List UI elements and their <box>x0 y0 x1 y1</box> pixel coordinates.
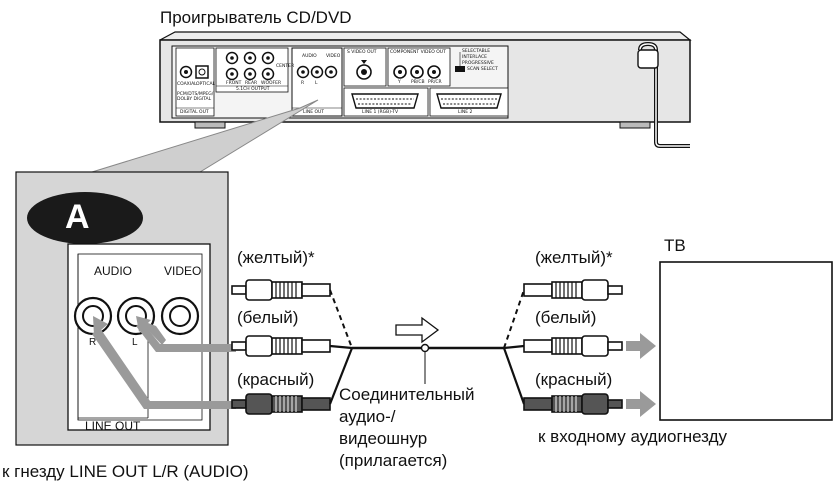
panel-rear-label: REAR <box>245 81 258 86</box>
cable <box>328 289 526 405</box>
cable-label-line2: аудио-/ <box>339 407 396 426</box>
panel-scan-select-label: SCAN SELECT <box>467 67 498 72</box>
panel-line1-label: LINE 1 (RGB)-TV <box>362 110 399 115</box>
cable-label-line3: видеошнур <box>339 429 428 448</box>
arrows-to-jacks <box>92 316 236 409</box>
panel-s-video-label: S VIDEO OUT <box>347 50 377 55</box>
panel-line2-label: LINE 2 <box>458 110 473 115</box>
cable-label-line4: (прилагается) <box>339 451 448 470</box>
to-line-out-label: к гнезду LINE OUT L/R (AUDIO) <box>2 462 249 481</box>
arrows-to-tv <box>626 333 656 417</box>
panel-audio-label: AUDIO <box>302 54 317 59</box>
panel-l-label: L <box>315 81 318 86</box>
right-red-plug <box>523 393 623 415</box>
panel-coaxial-label: COAXIAL <box>177 82 197 87</box>
panel-digital-out-label: DIGITAL OUT <box>180 110 209 115</box>
panel-woofer-label: WOOFER <box>261 81 282 86</box>
panel-pr-label: PR/CR <box>428 80 442 85</box>
right-yellow-label: (желтый)* <box>535 248 613 267</box>
left-white-plug <box>231 335 331 357</box>
panel-center-label: CENTER <box>276 64 295 69</box>
panel-y-label: Y <box>398 80 401 85</box>
panel-component-label: COMPONENT VIDEO OUT <box>390 50 446 55</box>
scan-select-switch <box>455 66 465 72</box>
tv-box <box>659 261 833 421</box>
left-yellow-label: (желтый)* <box>237 248 315 267</box>
digital-out-block <box>175 47 215 117</box>
callout-video-label: VIDEO <box>164 264 202 278</box>
left-red-label: (красный) <box>237 370 315 389</box>
left-white-label: (белый) <box>237 308 299 327</box>
callout-line-out-label: LINE OUT <box>85 419 141 433</box>
right-red-label: (красный) <box>535 370 613 389</box>
panel-pcm-label: PCM/DTS/MPEG/ DOLBY DIGITAL <box>177 92 214 102</box>
right-plugs <box>523 279 623 415</box>
signal-direction-arrow <box>395 316 440 344</box>
callout-r-label: R <box>89 337 97 348</box>
to-audio-input-label: к входному аудиогнезду <box>538 427 728 446</box>
panel-video-label: VIDEO <box>326 54 341 59</box>
panel-r-label: R <box>301 81 305 86</box>
player-title: Проигрыватель CD/DVD <box>160 8 352 27</box>
optical-jack <box>195 65 209 79</box>
tv-label: ТВ <box>664 236 686 255</box>
left-plugs <box>231 279 331 415</box>
left-red-plug <box>231 393 331 415</box>
panel-line-out-label: LINE OUT <box>303 110 325 115</box>
player-line-out-block <box>291 47 343 117</box>
panel-front-label: FRONT <box>226 81 242 86</box>
callout-l-label: L <box>132 337 138 348</box>
callout-audio-label: AUDIO <box>94 264 133 278</box>
cable-label-line1: Соединительный <box>339 385 475 404</box>
panel-5ch-label: 5.1CH OUTPUT <box>236 87 270 92</box>
panel-pb-label: PB/CB <box>411 80 425 85</box>
right-yellow-plug <box>523 279 623 301</box>
panel-optical-label: OPTICAL <box>196 82 216 87</box>
dvd-player <box>159 31 692 148</box>
right-white-label: (белый) <box>535 308 597 327</box>
panel-selectable-label: SELECTABLE <box>462 49 491 54</box>
panel-interlace-label: INTERLACE <box>462 55 488 60</box>
right-white-plug <box>523 335 623 357</box>
left-yellow-plug <box>231 279 331 301</box>
callout-letter: A <box>65 198 90 236</box>
panel-progressive-label: PROGRESSIVE <box>462 61 494 66</box>
